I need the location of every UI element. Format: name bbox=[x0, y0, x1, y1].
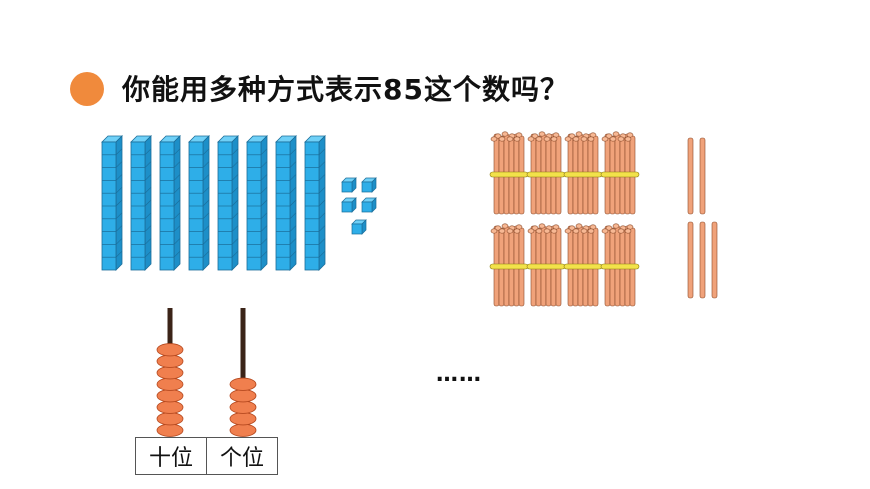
stick-bundle bbox=[563, 223, 603, 307]
unit-cube bbox=[361, 197, 377, 213]
ellipsis: …… bbox=[436, 362, 482, 387]
ten-rod bbox=[304, 135, 326, 271]
abacus-bead bbox=[156, 354, 184, 368]
stick-bundle bbox=[489, 131, 529, 215]
single-stick bbox=[711, 221, 718, 299]
stick-bundle bbox=[563, 131, 603, 215]
abacus-bead bbox=[156, 412, 184, 426]
question-title: 你能用多种方式表示85这个数吗？ bbox=[122, 73, 569, 106]
unit-cube bbox=[341, 177, 357, 193]
abacus-bead bbox=[229, 389, 257, 403]
base-ten-blocks bbox=[101, 135, 377, 271]
abacus-bead bbox=[156, 400, 184, 414]
stick-bundle bbox=[489, 223, 529, 307]
stick-bundle bbox=[600, 223, 640, 307]
single-stick bbox=[687, 137, 694, 215]
unit-cube bbox=[351, 219, 367, 235]
place-value-table: 十位 个位 bbox=[135, 437, 278, 475]
unit-cube bbox=[341, 197, 357, 213]
abacus-bead bbox=[156, 343, 184, 357]
single-stick bbox=[687, 221, 694, 299]
abacus-bead bbox=[156, 389, 184, 403]
abacus-bead bbox=[156, 423, 184, 437]
stick-bundle bbox=[600, 131, 640, 215]
counting-sticks bbox=[489, 131, 718, 307]
abacus-bead bbox=[229, 423, 257, 437]
stick-bundle bbox=[526, 131, 566, 215]
abacus-bead bbox=[156, 377, 184, 391]
abacus-rod bbox=[156, 308, 184, 437]
tens-label: 十位 bbox=[135, 437, 207, 475]
abacus-bead bbox=[229, 400, 257, 414]
stick-bundle bbox=[526, 223, 566, 307]
single-stick bbox=[699, 221, 706, 299]
ten-rod bbox=[130, 135, 152, 271]
ten-rod bbox=[159, 135, 181, 271]
abacus-bead bbox=[156, 366, 184, 380]
ten-rod bbox=[217, 135, 239, 271]
ten-rod bbox=[246, 135, 268, 271]
abacus-bead bbox=[229, 377, 257, 391]
title-bullet bbox=[70, 72, 104, 106]
abacus-rod bbox=[229, 308, 257, 437]
ones-label: 个位 bbox=[206, 437, 278, 475]
ten-rod bbox=[188, 135, 210, 271]
unit-cube bbox=[361, 177, 377, 193]
ten-rod bbox=[275, 135, 297, 271]
abacus bbox=[156, 308, 257, 437]
ten-rod bbox=[101, 135, 123, 271]
abacus-bead bbox=[229, 412, 257, 426]
single-stick bbox=[699, 137, 706, 215]
